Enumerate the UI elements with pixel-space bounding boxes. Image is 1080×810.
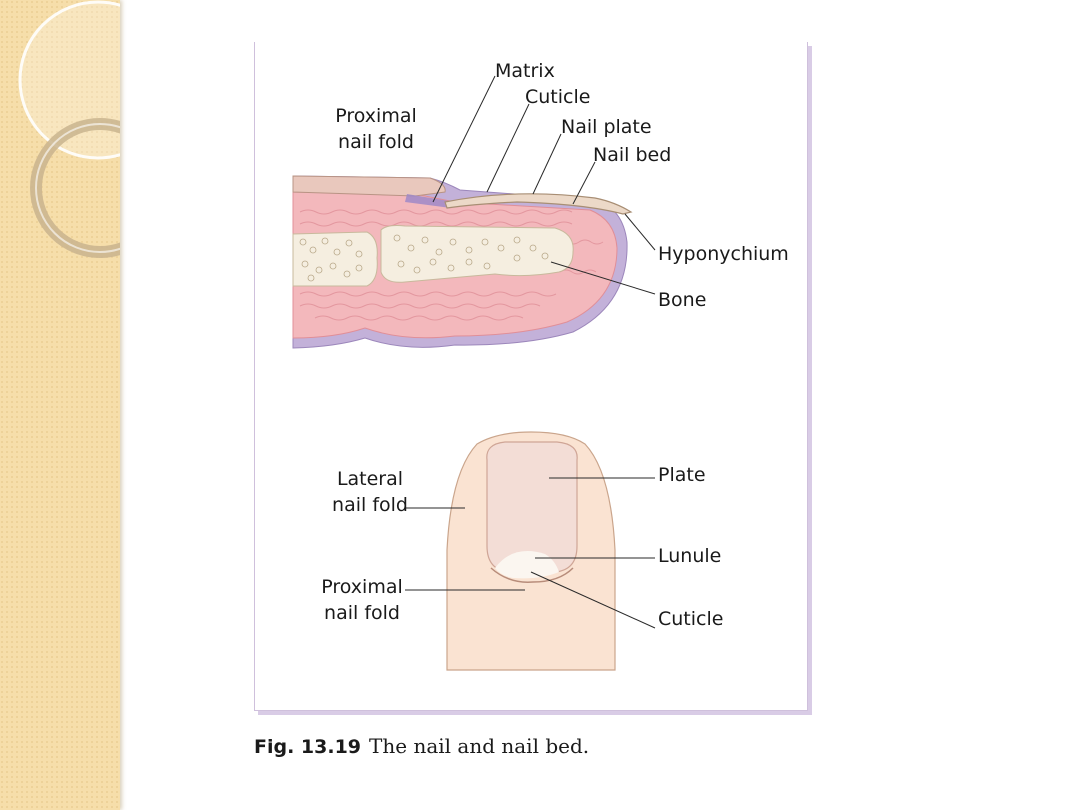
- figure-caption: Fig. 13.19 The nail and nail bed.: [254, 734, 589, 758]
- nail-top-view-illustration: [405, 432, 655, 670]
- figure-number: Fig. 13.19: [254, 736, 361, 758]
- label-bone: Bone: [658, 287, 706, 313]
- label-plate: Plate: [658, 462, 706, 488]
- label-cuticle-section: Cuticle: [525, 84, 590, 110]
- label-lunule: Lunule: [658, 543, 721, 569]
- label-proximal-nail-fold-section: Proximal nail fold: [321, 103, 431, 155]
- decorative-side-band: [0, 0, 120, 810]
- label-nail-plate: Nail plate: [561, 114, 652, 140]
- label-hyponychium: Hyponychium: [658, 241, 789, 267]
- figure-panel: Matrix Cuticle Nail plate Nail bed Proxi…: [254, 42, 808, 711]
- label-lateral-nail-fold: Lateral nail fold: [315, 466, 425, 518]
- figure-caption-text: The nail and nail bed.: [369, 734, 589, 758]
- label-cuticle-top: Cuticle: [658, 606, 723, 632]
- label-nail-bed: Nail bed: [593, 142, 671, 168]
- decorative-rings: [0, 0, 120, 810]
- label-proximal-nail-fold-top: Proximal nail fold: [307, 574, 417, 626]
- label-matrix: Matrix: [495, 58, 555, 84]
